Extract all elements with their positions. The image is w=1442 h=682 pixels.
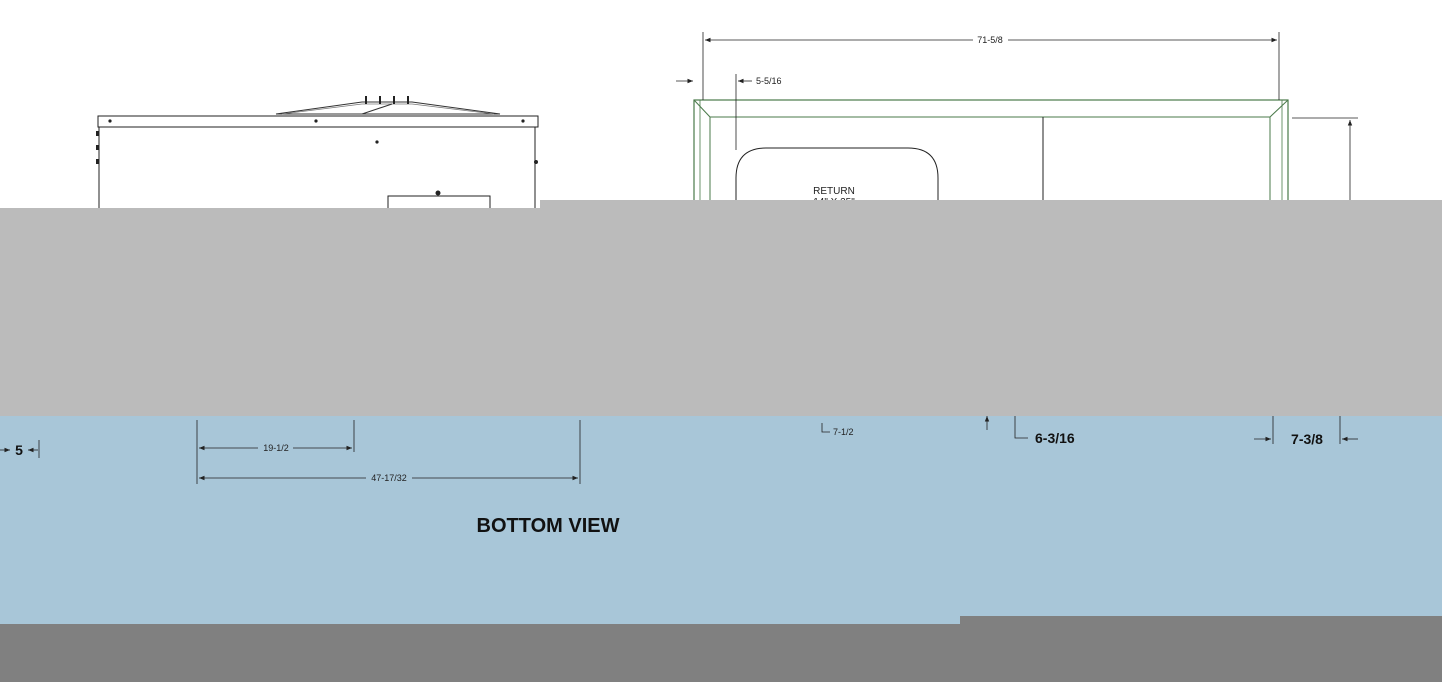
dim-offset-c: 7-3/8 bbox=[1254, 416, 1358, 447]
gray-overlay-panel bbox=[0, 208, 1442, 416]
gray-overlay-panel-right bbox=[540, 200, 1442, 210]
dim-bottom-left: 5 bbox=[0, 440, 40, 458]
dim-spacing-a: 19-1/2 bbox=[196, 420, 355, 484]
dim-label-overall: 71-5/8 bbox=[977, 35, 1003, 45]
dark-bottom-band-right bbox=[960, 616, 1442, 626]
dim-label-offset-b: 6-3/16 bbox=[1035, 430, 1075, 446]
unit-side-view bbox=[96, 96, 539, 218]
dim-label-spacing-a: 19-1/2 bbox=[263, 443, 289, 453]
view-title: BOTTOM VIEW bbox=[477, 515, 620, 537]
dim-label-bottom-left: 5 bbox=[15, 442, 23, 458]
dim-label-offset-small: 7-1/2 bbox=[833, 427, 854, 437]
dim-offset-small: 7-1/2 bbox=[821, 423, 854, 437]
dim-left-offset: 5-5/16 bbox=[676, 74, 782, 150]
dim-offset-b: 6-3/16 bbox=[984, 416, 1075, 446]
dim-label-spacing-b: 47-17/32 bbox=[371, 473, 407, 483]
return-label: RETURN bbox=[813, 186, 855, 197]
dark-bottom-band bbox=[0, 624, 1442, 682]
dim-label-offset-c: 7-3/8 bbox=[1291, 431, 1323, 447]
blue-overlay-panel bbox=[0, 416, 1442, 626]
dim-label-left-offset: 5-5/16 bbox=[756, 76, 782, 86]
dim-spacing-b: 47-17/32 bbox=[199, 420, 581, 484]
dim-right-height bbox=[1292, 117, 1358, 200]
dim-overall-width: 71-5/8 bbox=[702, 32, 1280, 100]
